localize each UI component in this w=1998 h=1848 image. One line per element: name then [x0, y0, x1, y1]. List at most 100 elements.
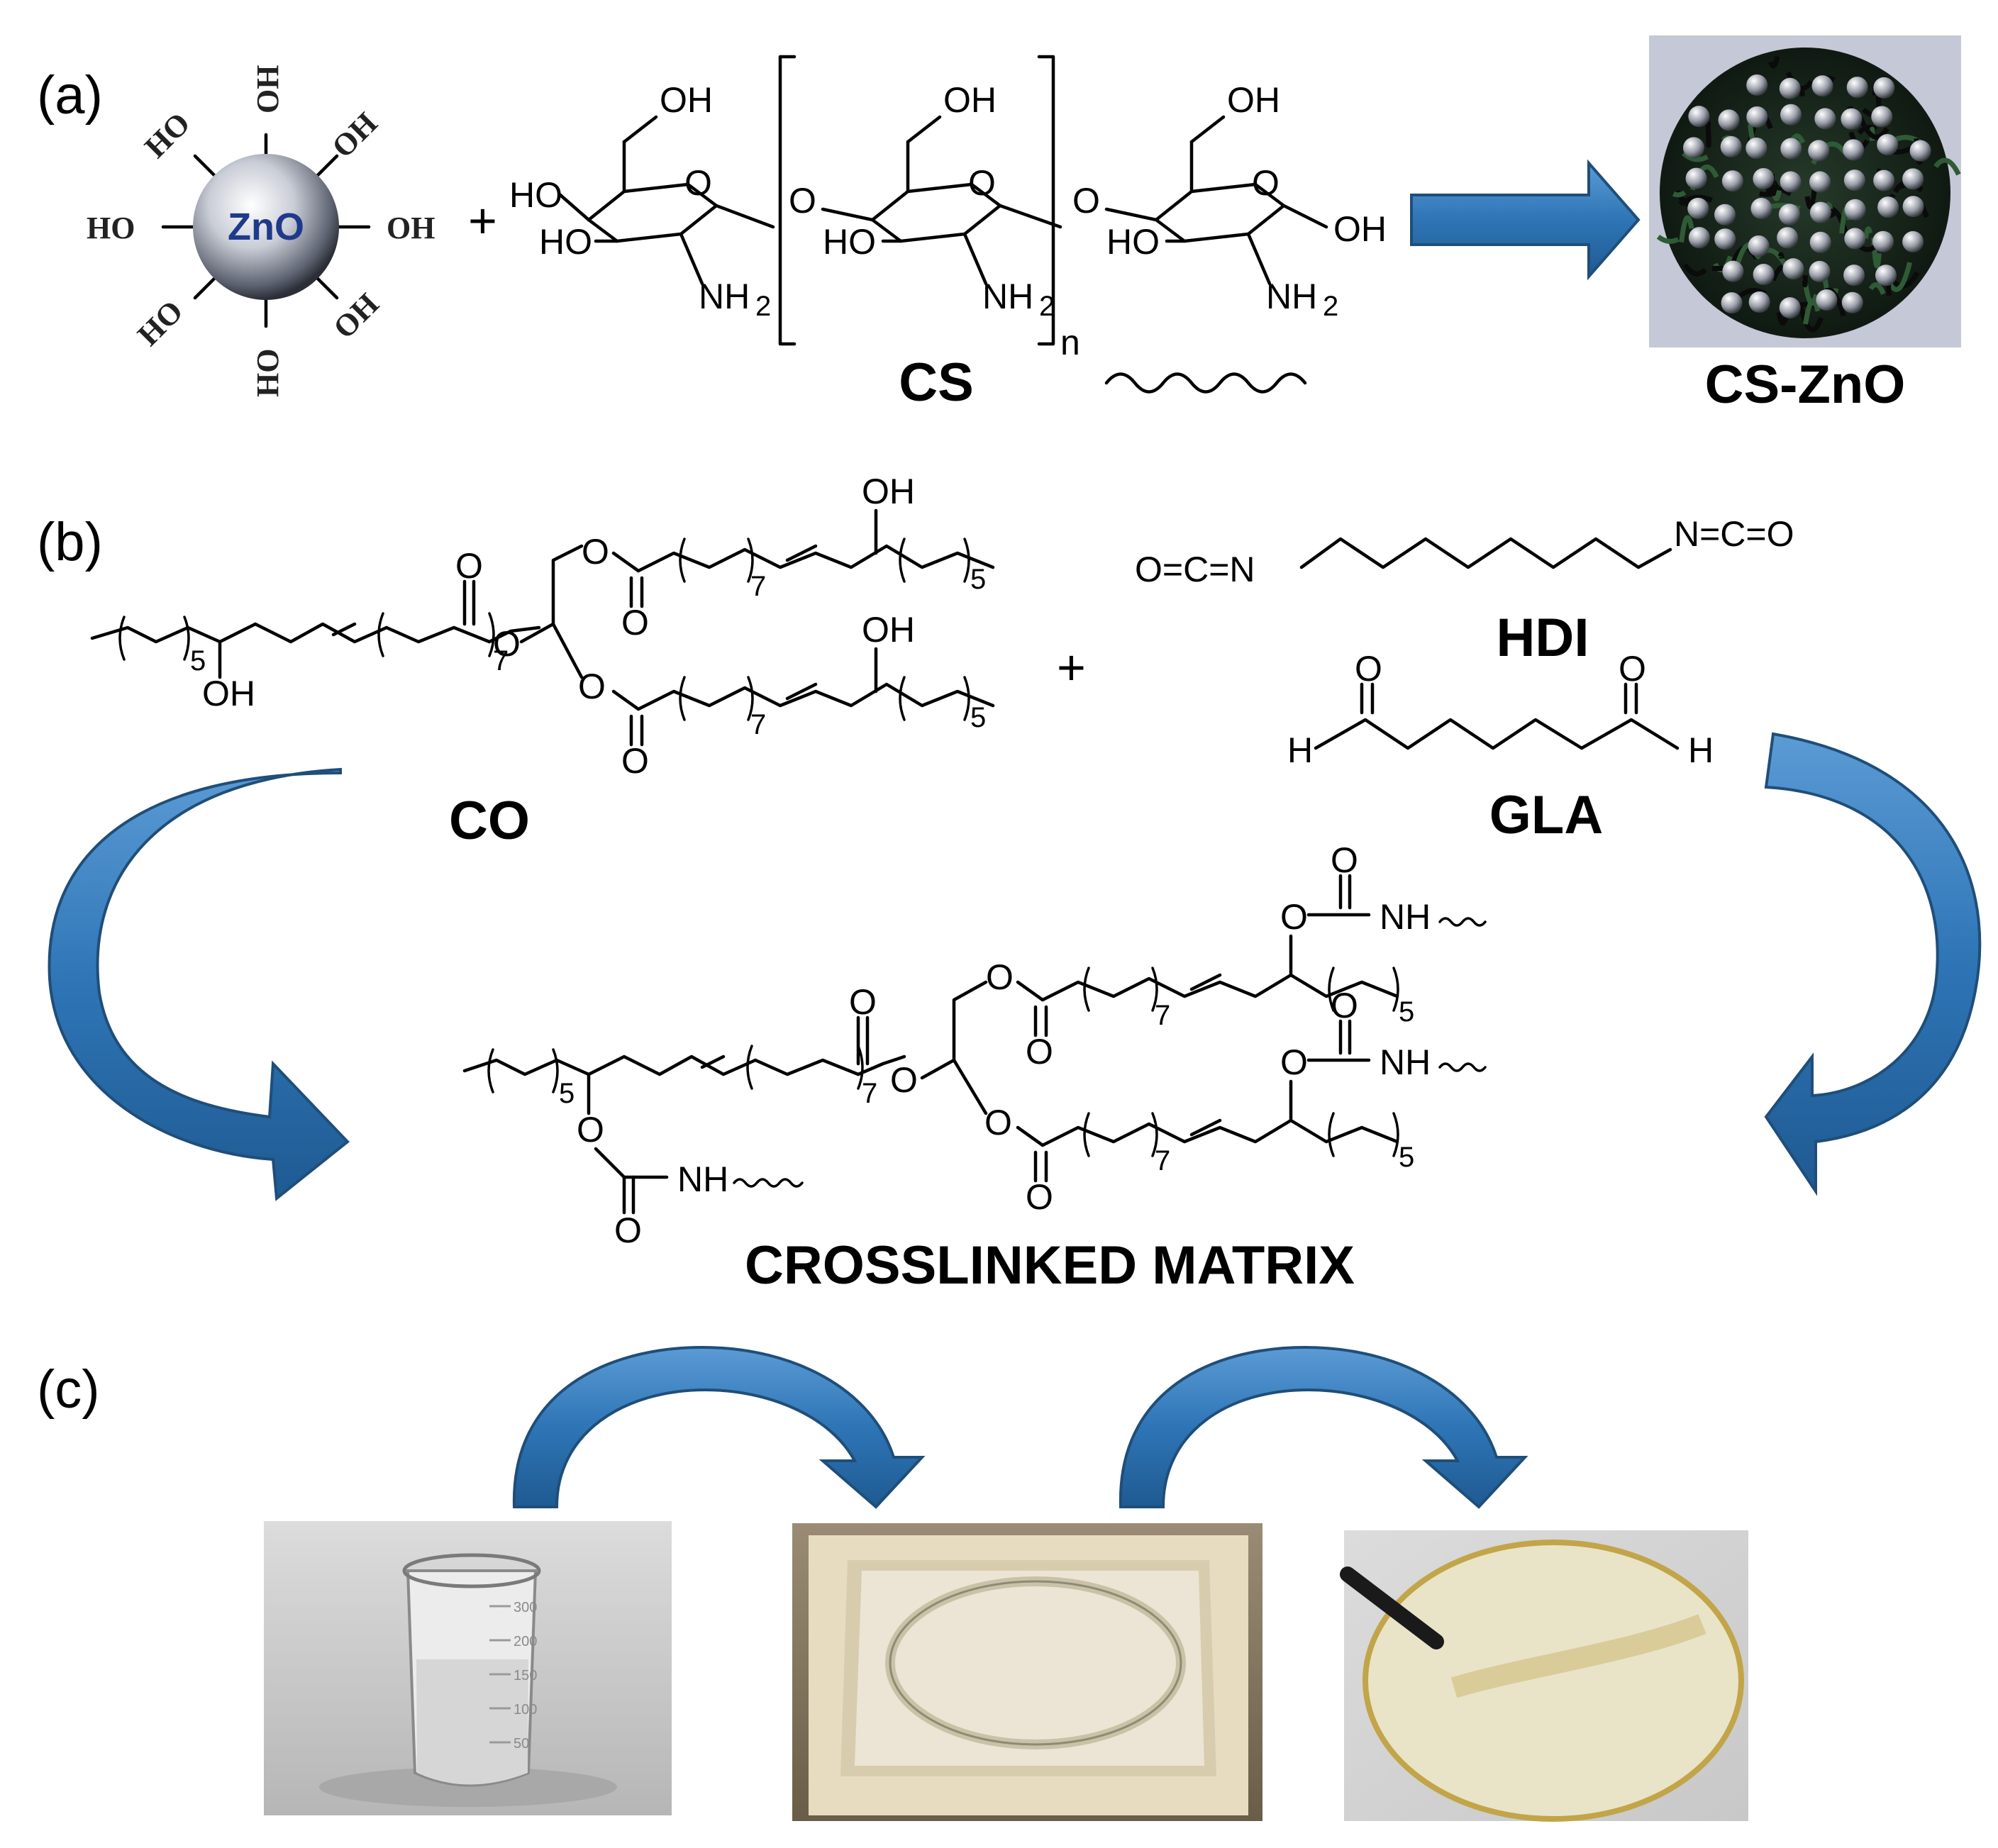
co-sub7-bottom: 7 — [750, 709, 766, 740]
crosslinked-matrix-structure: 5 O O NH 7 O O O O — [462, 840, 1487, 1250]
cs3-o-ring: O — [1252, 163, 1280, 203]
panel-c-label: (c) — [37, 1359, 100, 1420]
cs-link-o2: O — [1072, 181, 1100, 221]
cs3-ho: HO — [1106, 222, 1160, 262]
zno-particle — [1753, 167, 1775, 189]
cs2-o-ring: O — [968, 163, 996, 203]
cs2-oh: OH — [943, 80, 997, 120]
zno-particle — [1844, 228, 1866, 250]
zno-particle — [1779, 77, 1801, 99]
cm-sub5-left: 5 — [559, 1078, 575, 1109]
co-sub5-left: 5 — [190, 645, 206, 677]
zno-particle — [1782, 258, 1804, 280]
film-photo — [1340, 1530, 1748, 1822]
zno-particle — [1902, 168, 1924, 190]
gla-h-left: H — [1287, 730, 1313, 770]
cm-o-carbonyl-urethane-top: O — [1331, 840, 1358, 880]
hdi-structure: O=C=N N=C=O — [1135, 514, 1794, 589]
polymer-strand — [1933, 157, 1961, 176]
zno-particle — [1750, 197, 1772, 219]
polymer-strand — [1797, 302, 1824, 333]
zno-particle — [1746, 106, 1768, 128]
zno-particle — [1844, 199, 1866, 221]
zno-particle — [1780, 138, 1802, 160]
zno-particle — [1902, 196, 1924, 218]
cm-o-ester-left: O — [890, 1060, 918, 1100]
zno-particle — [1688, 227, 1710, 249]
zno-particle — [1714, 228, 1736, 250]
cs1-ho-a: HO — [509, 175, 562, 215]
cs3-oh: OH — [1227, 80, 1280, 120]
polymer-strand — [1802, 274, 1808, 288]
zno-particle — [1720, 135, 1742, 157]
cs-link-o1: O — [789, 181, 816, 221]
co-o-ester-top: O — [582, 532, 609, 572]
tweezers-icon — [1340, 1566, 1444, 1649]
zno-particle — [1777, 227, 1799, 249]
gla-label: GLA — [1489, 785, 1603, 845]
cm-sub5-top: 5 — [1399, 996, 1414, 1028]
cs3-nh2: NH — [1266, 277, 1317, 316]
hdi-left-group: O=C=N — [1135, 550, 1255, 589]
cm-o-ester-bottom: O — [984, 1103, 1012, 1142]
zno-particle — [1683, 137, 1705, 159]
polymer-strand — [1777, 252, 1785, 260]
co-o-ester-bottom: O — [578, 667, 606, 706]
cs3-sub2: 2 — [1323, 291, 1338, 322]
polymer-strand — [1803, 298, 1821, 325]
panel-a-plus: + — [468, 193, 497, 248]
polymer-strand — [1656, 234, 1680, 244]
zno-particle — [1841, 291, 1863, 313]
zno-particle — [1779, 297, 1801, 319]
zno-particle — [1873, 77, 1895, 99]
cm-sub7-left: 7 — [862, 1078, 877, 1109]
gla-o-left: O — [1355, 649, 1382, 689]
cs1-oh: OH — [660, 80, 713, 120]
polymer-strand — [1858, 116, 1889, 140]
zno-particle — [1873, 169, 1895, 191]
zno-particle — [1875, 265, 1897, 286]
polymer-strand — [1672, 190, 1687, 198]
cm-o-carbonyl-bottom: O — [1026, 1177, 1053, 1217]
polymer-strand — [1767, 55, 1780, 69]
co-sub5-bottom: 5 — [970, 702, 986, 733]
zno-particle — [1843, 265, 1865, 286]
cm-sub5-bottom: 5 — [1399, 1142, 1414, 1173]
cs1-sub2: 2 — [755, 291, 771, 322]
ho-bottom-left: HO — [131, 294, 189, 352]
castor-oil-structure: 5 OH 7 O O O O 7 OH — [90, 472, 995, 781]
zno-particle — [1780, 104, 1802, 126]
co-oh-bottom: OH — [862, 610, 915, 650]
co-oh-top: OH — [862, 472, 915, 511]
ho-left: HO — [87, 211, 135, 245]
co-sub5-top: 5 — [970, 564, 986, 595]
zno-particle — [1753, 263, 1775, 285]
curved-arrow-icon-right — [1764, 732, 1982, 1196]
polymer-chain-icon — [1104, 372, 1307, 394]
zno-particle — [1846, 77, 1868, 99]
cs2-sub2: 2 — [1039, 291, 1055, 322]
cm-nh-top: NH — [1380, 897, 1431, 937]
cm-sub7-top: 7 — [1155, 1000, 1170, 1031]
gla-structure: H O O H — [1287, 649, 1714, 770]
graduation-label: 150 — [514, 1668, 537, 1683]
zno-label: ZnO — [228, 206, 304, 248]
oh-top-right: OH — [325, 106, 384, 165]
polymer-film — [1362, 1540, 1744, 1822]
zno-particles — [1683, 74, 1931, 319]
polymer-strand — [1682, 263, 1707, 277]
zno-particle — [1780, 171, 1802, 193]
cs-zno-label: CS-ZnO — [1705, 355, 1906, 415]
cs-repeat-n: n — [1060, 323, 1080, 362]
cs2-nh2: NH — [982, 277, 1033, 316]
oh-top: OH — [250, 65, 285, 113]
zno-nanoparticle: ZnO OH HO HO OH HO OH HO OH — [87, 65, 435, 397]
zno-particle — [1808, 140, 1830, 162]
cs-label: CS — [899, 352, 974, 413]
panel-b: (b) 5 OH 7 O O O O — [37, 472, 1982, 1296]
co-o-ester-left: O — [493, 624, 521, 664]
zno-particle — [1872, 230, 1894, 252]
